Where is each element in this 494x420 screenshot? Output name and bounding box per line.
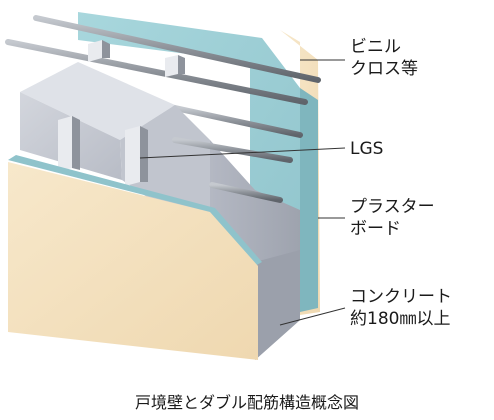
label-concrete-line-2: 約180㎜以上: [350, 309, 451, 329]
label-plaster-board-line-2: ボード: [350, 219, 401, 239]
lgs-stud-top-2: [165, 55, 185, 77]
concrete-right-front: [255, 250, 300, 360]
label-vinyl-cloth-line-2: クロス等: [350, 59, 418, 79]
label-plaster-board-line-1: プラスター: [350, 197, 435, 217]
label-vinyl-cloth-line-1: ビニル: [350, 37, 401, 57]
label-concrete: コンクリート 約180㎜以上: [350, 286, 452, 330]
label-lgs-text: LGS: [350, 139, 384, 159]
label-concrete-line-1: コンクリート: [350, 287, 452, 307]
leader-concrete: [279, 307, 346, 326]
diagram-caption: 戸境壁とダブル配筋構造概念図: [134, 393, 359, 412]
label-vinyl-cloth: ビニル クロス等: [350, 36, 418, 80]
plaster-board-edge: [300, 88, 318, 312]
lgs-stud-2: [125, 126, 148, 186]
lgs-stud-top-1: [88, 40, 110, 62]
label-lgs: LGS: [350, 138, 383, 160]
lgs-stud-1: [58, 116, 80, 172]
rebar-front-horizontal-2: [209, 182, 283, 203]
label-plaster-board: プラスター ボード: [350, 196, 435, 240]
leader-lgs: [139, 147, 346, 159]
concrete-top-face: [20, 62, 175, 140]
plaster-board-front-edge: [8, 155, 262, 266]
vinyl-cloth-front-panel: [8, 162, 258, 360]
rebar-back-horizontal-1: [33, 15, 321, 83]
rebar-front-horizontal-1: [172, 137, 293, 163]
